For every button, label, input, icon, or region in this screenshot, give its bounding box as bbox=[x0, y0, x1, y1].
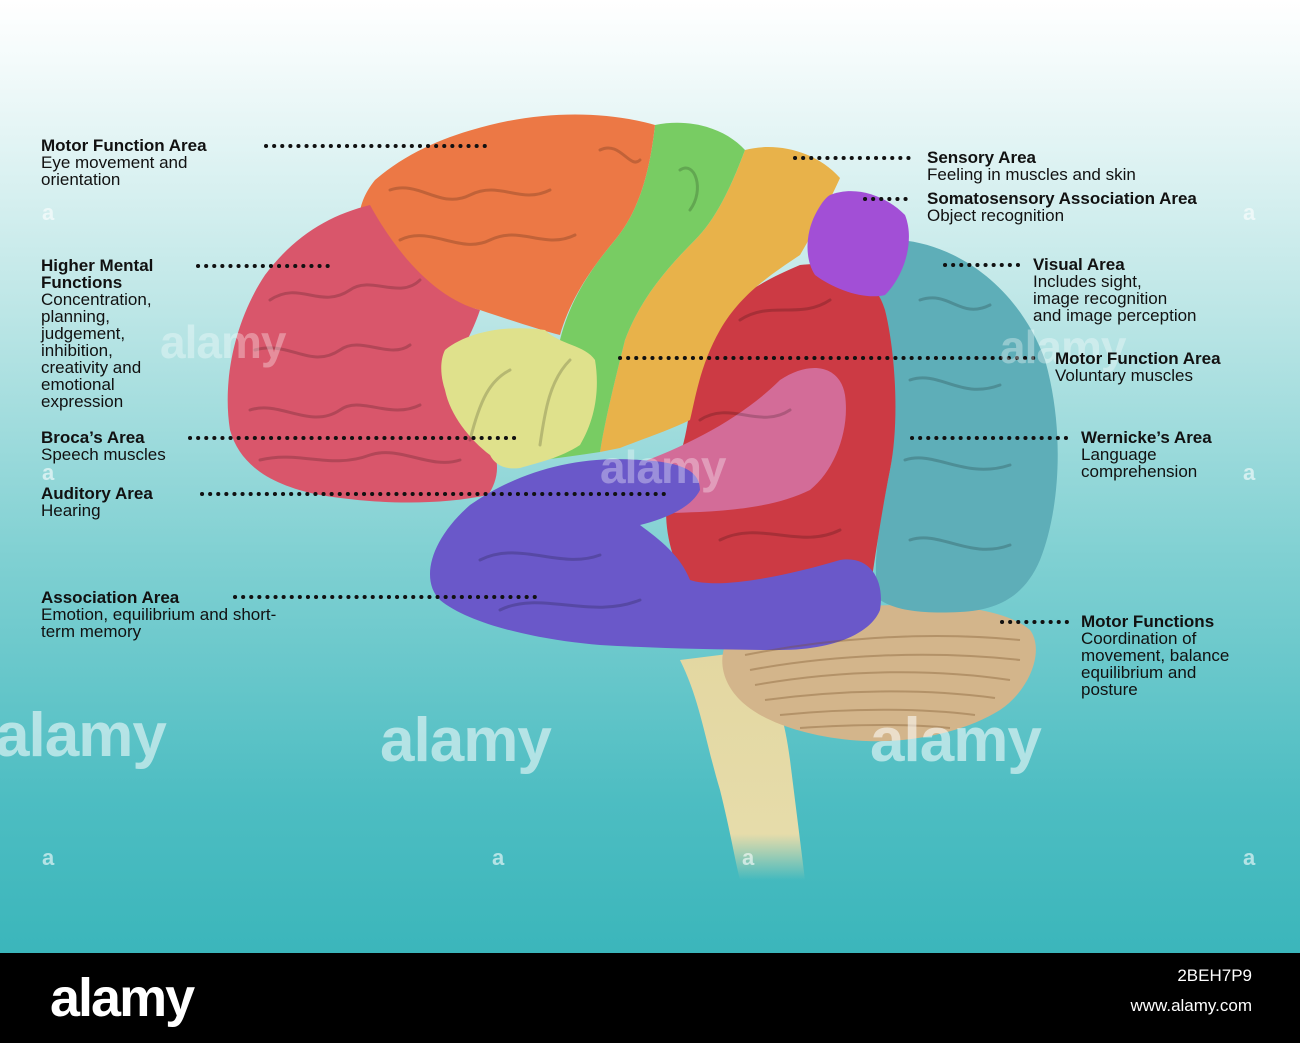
watermark-glyph: a bbox=[1243, 460, 1255, 486]
footer-credits: 2BEH7P9 www.alamy.com bbox=[1130, 961, 1252, 1021]
label-visual: Visual Area Includes sight, image recogn… bbox=[1033, 256, 1197, 324]
label-title: Broca’s Area bbox=[41, 429, 166, 446]
label-desc: Concentration, bbox=[41, 291, 153, 308]
label-title: Visual Area bbox=[1033, 256, 1197, 273]
watermark-text: alamy bbox=[600, 440, 725, 494]
label-desc: Hearing bbox=[41, 502, 153, 519]
label-desc: posture bbox=[1081, 681, 1229, 698]
label-desc: movement, balance bbox=[1081, 647, 1229, 664]
label-motor-functions-cerebellum: Motor Functions Coordination of movement… bbox=[1081, 613, 1229, 698]
diagram-stage: alamy alamy alamy alamy alamy alamy a a … bbox=[0, 0, 1300, 953]
label-desc: Feeling in muscles and skin bbox=[927, 166, 1136, 183]
watermark-text: alamy bbox=[870, 705, 1041, 776]
label-title: Somatosensory Association Area bbox=[927, 190, 1197, 207]
watermark-text: alamy bbox=[0, 700, 166, 771]
label-desc: orientation bbox=[41, 171, 207, 188]
label-title: Auditory Area bbox=[41, 485, 153, 502]
label-desc: equilibrium and bbox=[1081, 664, 1229, 681]
label-desc: comprehension bbox=[1081, 463, 1212, 480]
label-desc: Emotion, equilibrium and short- bbox=[41, 606, 276, 623]
label-motor-function-voluntary: Motor Function Area Voluntary muscles bbox=[1055, 350, 1221, 384]
label-sensory: Sensory Area Feeling in muscles and skin bbox=[927, 149, 1136, 183]
label-title: Motor Functions bbox=[1081, 613, 1229, 630]
label-desc: Voluntary muscles bbox=[1055, 367, 1221, 384]
label-desc: expression bbox=[41, 393, 153, 410]
label-desc: Language bbox=[1081, 446, 1212, 463]
watermark-text: alamy bbox=[160, 315, 285, 369]
watermark-glyph: a bbox=[492, 845, 504, 871]
label-desc: Eye movement and bbox=[41, 154, 207, 171]
label-desc: inhibition, bbox=[41, 342, 153, 359]
label-title: Sensory Area bbox=[927, 149, 1136, 166]
label-auditory: Auditory Area Hearing bbox=[41, 485, 153, 519]
label-desc: Coordination of bbox=[1081, 630, 1229, 647]
label-title: Motor Function Area bbox=[1055, 350, 1221, 367]
label-wernicke: Wernicke’s Area Language comprehension bbox=[1081, 429, 1212, 480]
label-title: Association Area bbox=[41, 589, 276, 606]
label-desc: Includes sight, bbox=[1033, 273, 1197, 290]
watermark-glyph: a bbox=[42, 200, 54, 226]
label-desc: Object recognition bbox=[927, 207, 1197, 224]
label-desc: creativity and bbox=[41, 359, 153, 376]
label-title: Wernicke’s Area bbox=[1081, 429, 1212, 446]
label-desc: image recognition bbox=[1033, 290, 1197, 307]
visual-area-region bbox=[876, 240, 1058, 613]
label-desc: Speech muscles bbox=[41, 446, 166, 463]
watermark-glyph: a bbox=[1243, 845, 1255, 871]
label-desc: and image perception bbox=[1033, 307, 1197, 324]
label-desc: emotional bbox=[41, 376, 153, 393]
footer-logo[interactable]: alamy bbox=[50, 967, 193, 1029]
watermark-text: alamy bbox=[380, 705, 551, 776]
label-motor-function-frontal: Motor Function Area Eye movement and ori… bbox=[41, 137, 207, 188]
watermark-glyph: a bbox=[1243, 200, 1255, 226]
label-desc: judgement, bbox=[41, 325, 153, 342]
watermark-glyph: a bbox=[42, 845, 54, 871]
label-somatosensory-association: Somatosensory Association Area Object re… bbox=[927, 190, 1197, 224]
label-desc: planning, bbox=[41, 308, 153, 325]
site-url[interactable]: www.alamy.com bbox=[1130, 991, 1252, 1021]
image-id: 2BEH7P9 bbox=[1130, 961, 1252, 991]
watermark-glyph: a bbox=[742, 845, 754, 871]
footer-bar: alamy 2BEH7P9 www.alamy.com bbox=[0, 953, 1300, 1043]
label-title: Functions bbox=[41, 274, 153, 291]
label-desc: term memory bbox=[41, 623, 276, 640]
label-title: Higher Mental bbox=[41, 257, 153, 274]
label-broca: Broca’s Area Speech muscles bbox=[41, 429, 166, 463]
label-title: Motor Function Area bbox=[41, 137, 207, 154]
label-higher-mental-functions: Higher Mental Functions Concentration, p… bbox=[41, 257, 153, 410]
label-association: Association Area Emotion, equilibrium an… bbox=[41, 589, 276, 640]
